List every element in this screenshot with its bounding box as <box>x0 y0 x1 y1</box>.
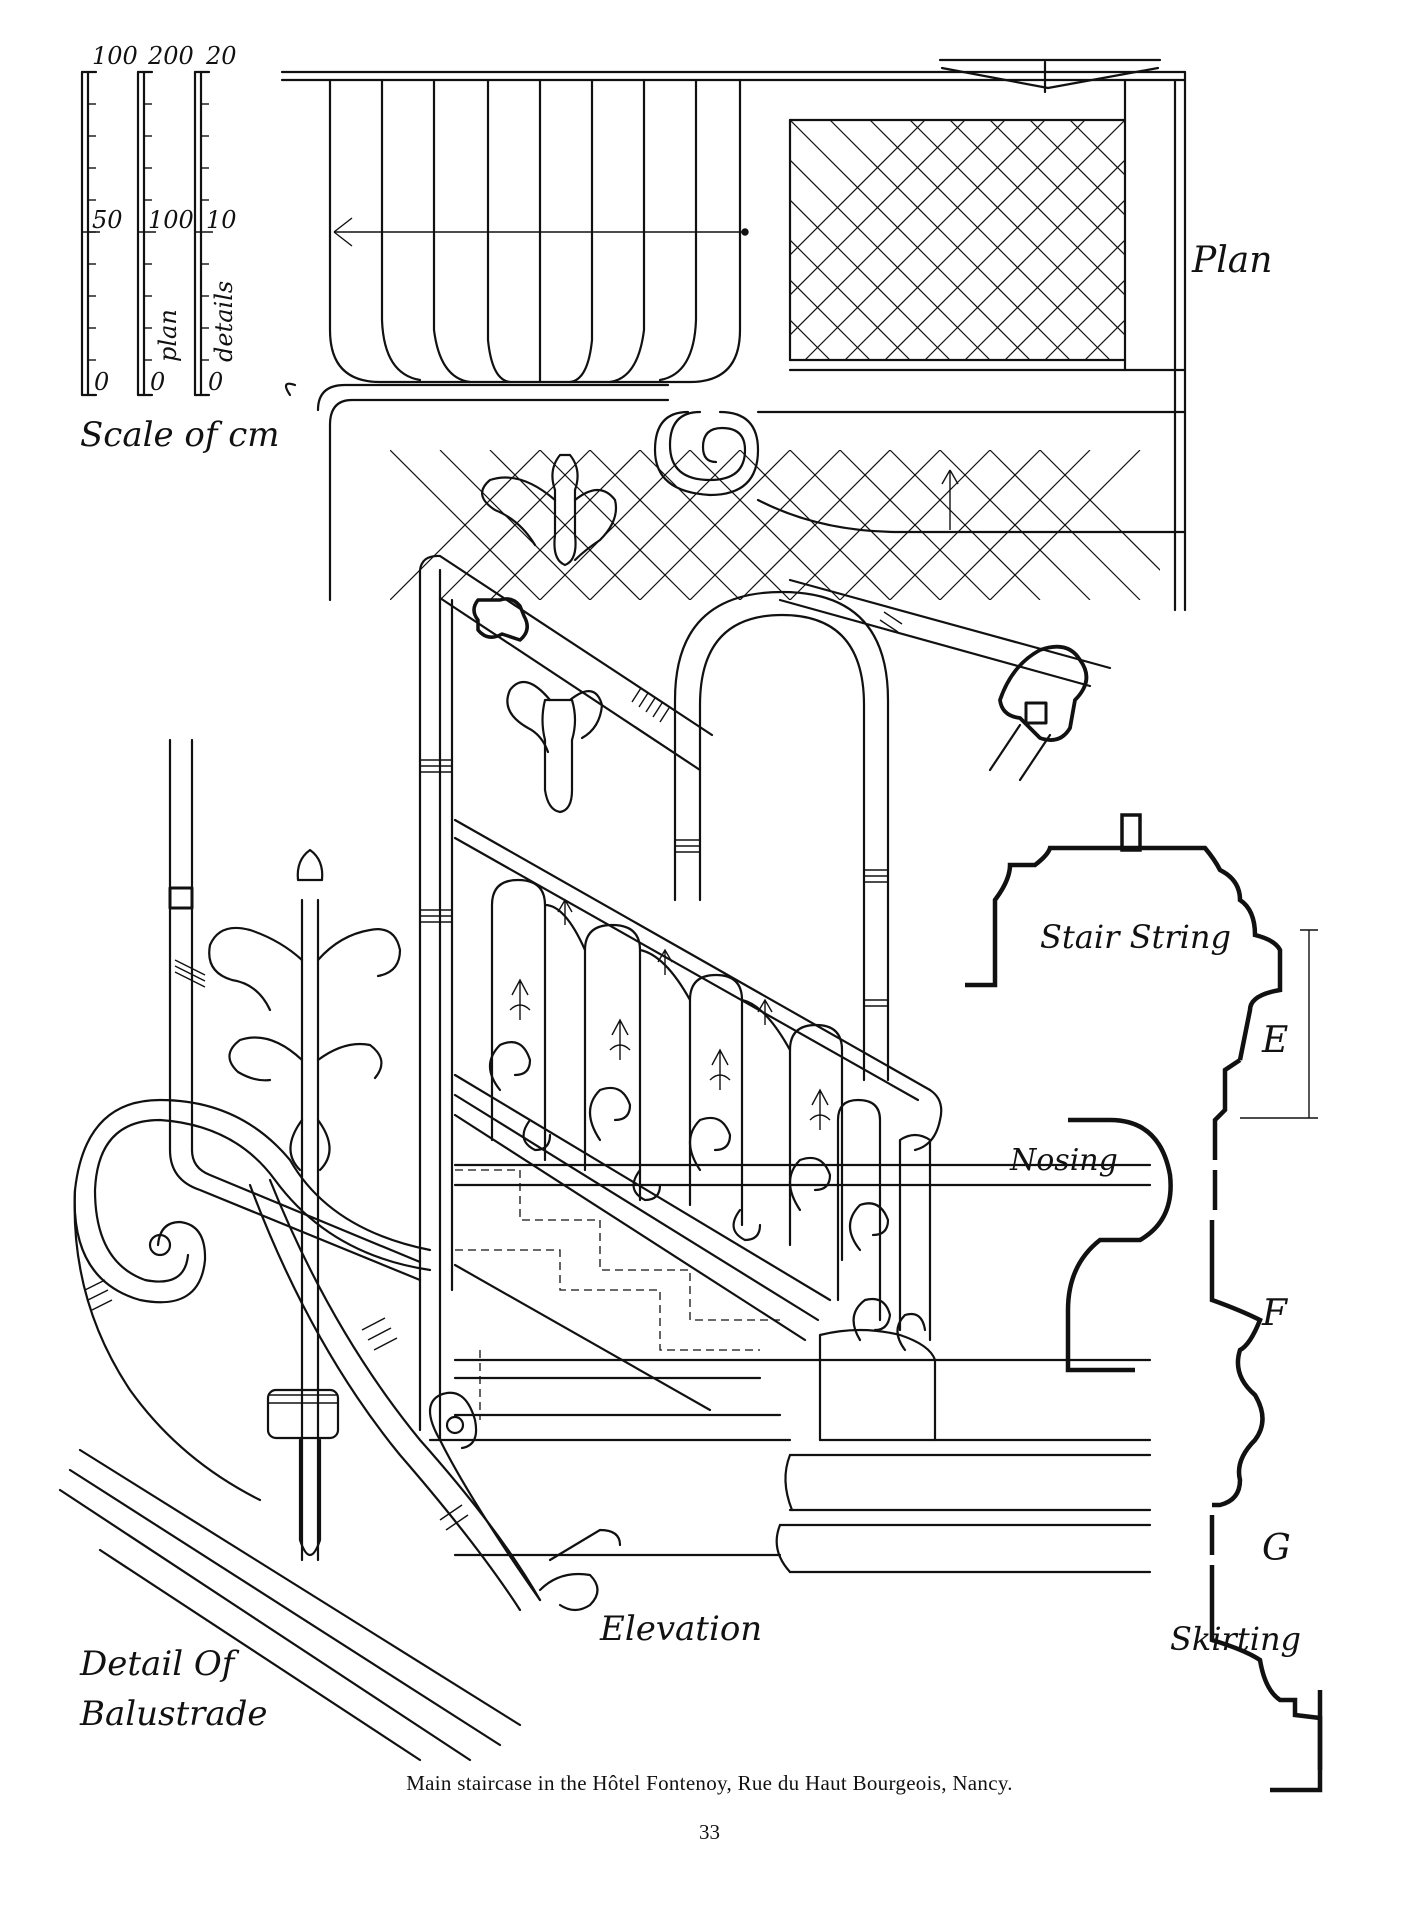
scale-mid-10: 10 <box>206 206 237 234</box>
scale-mid-100: 100 <box>148 206 194 234</box>
profiles: Stair String Nosing E F G Skirting <box>965 813 1323 1793</box>
scale-zero-2: 0 <box>150 368 165 396</box>
scale-bar: 100 200 20 50 100 10 0 0 0 plan details … <box>80 42 280 455</box>
detail-label-line1: Detail Of <box>79 1644 240 1684</box>
scale-zero-1: 0 <box>94 368 109 396</box>
scale-top-200: 200 <box>147 42 194 70</box>
detail-label-line2: Balustrade <box>79 1694 268 1734</box>
scale-top-100: 100 <box>92 42 138 70</box>
scale-plan-label: plan <box>154 309 182 362</box>
figure-caption: Main staircase in the Hôtel Fontenoy, Ru… <box>406 1771 1013 1795</box>
scale-details-label: details <box>210 281 238 362</box>
balustrade-detail: Detail Of Balustrade <box>58 738 792 1762</box>
skirting-label: Skirting <box>1170 1620 1301 1658</box>
scale-mid-50: 50 <box>92 206 123 234</box>
scale-zero-3: 0 <box>208 368 223 396</box>
elevation-drawing: Elevation <box>418 453 1152 1649</box>
elevation-label: Elevation <box>599 1609 762 1649</box>
stair-string-label: Stair String <box>1040 918 1231 956</box>
page-number: 33 <box>699 1820 720 1844</box>
scale-top-20: 20 <box>205 42 237 70</box>
plan-drawing: Plan <box>280 58 1272 612</box>
scale-title: Scale of cm <box>80 415 280 455</box>
section-f-label: F <box>1261 1293 1289 1334</box>
plan-label: Plan <box>1191 240 1272 281</box>
nosing-label: Nosing <box>1009 1143 1118 1178</box>
section-e-label: E <box>1261 1020 1288 1061</box>
section-g-label: G <box>1262 1528 1291 1569</box>
